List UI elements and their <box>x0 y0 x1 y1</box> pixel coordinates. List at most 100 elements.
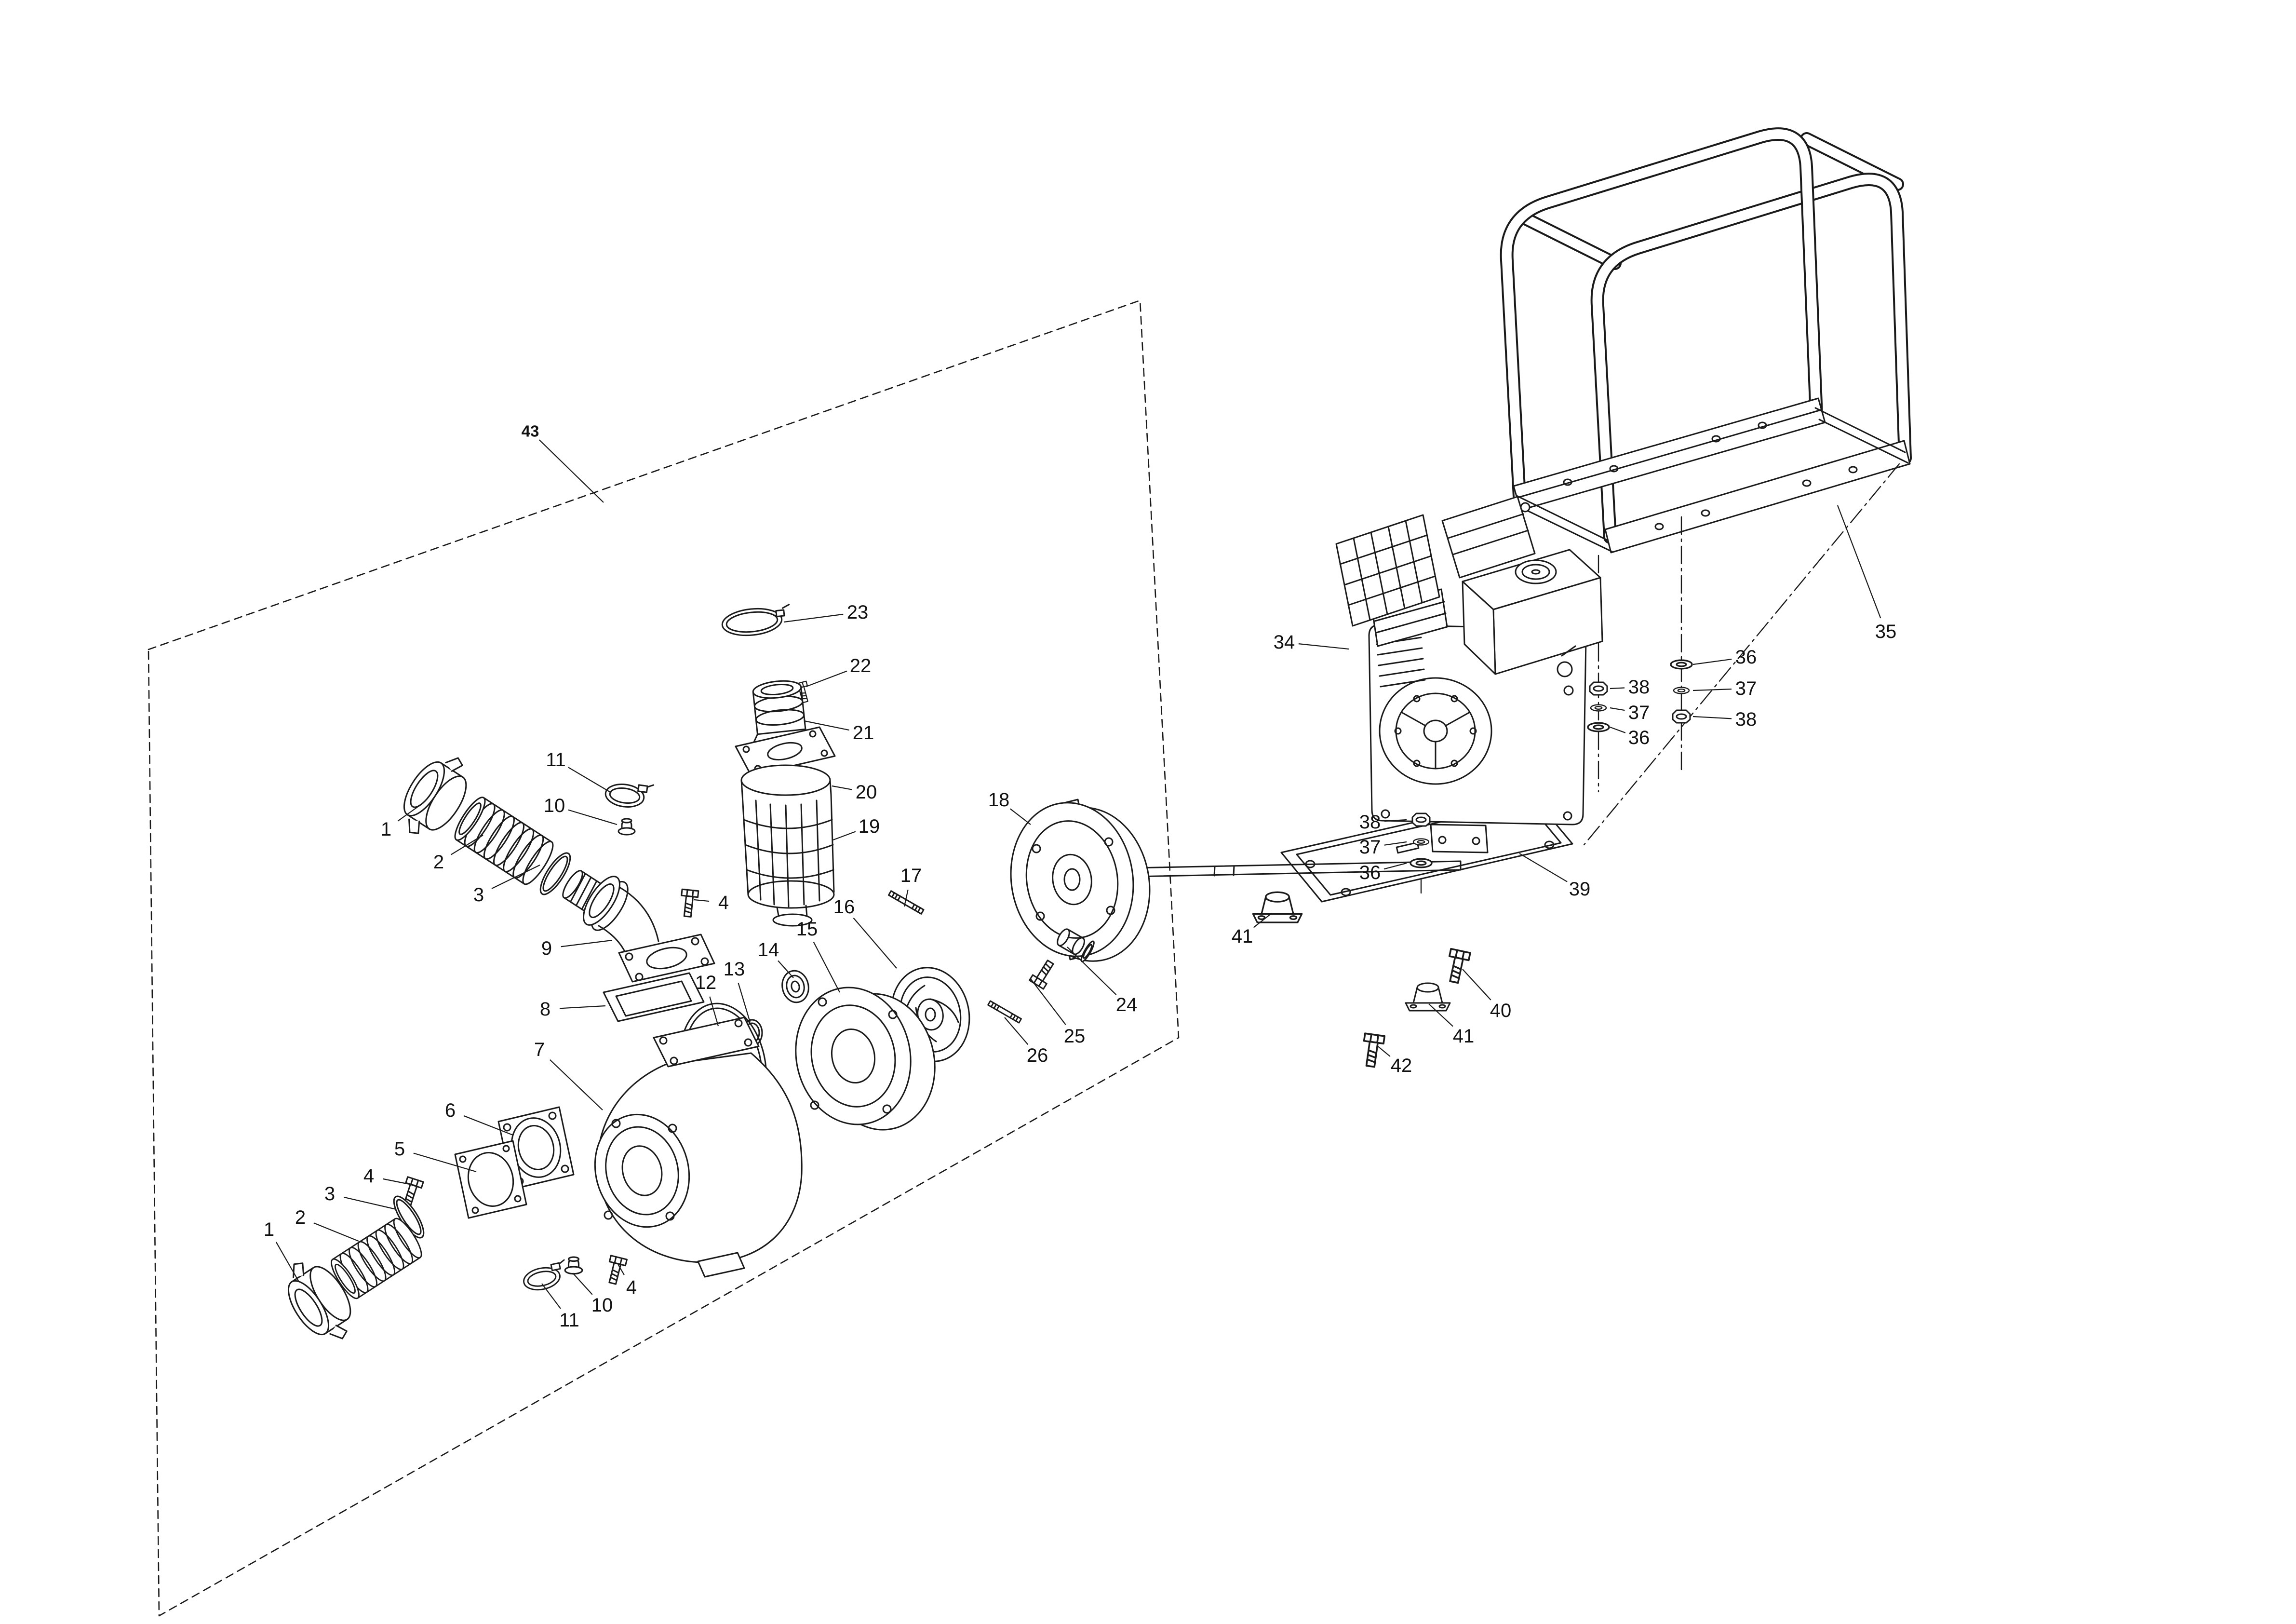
callout-label-38: 38 <box>1628 677 1650 698</box>
hose-clamp-top <box>603 778 655 812</box>
frame-illustration <box>1500 127 1912 554</box>
cap-plug-bottom <box>564 1256 583 1275</box>
callout-leader-37 <box>1384 841 1407 846</box>
callout-leader-3 <box>491 865 540 889</box>
callout-label-26: 26 <box>1027 1045 1048 1066</box>
callout-label-1: 1 <box>381 819 391 840</box>
callout-layer: 4323222120191231110948712131415161718242… <box>264 422 1896 1331</box>
callout-label-22: 22 <box>850 655 872 677</box>
callout-leader-14 <box>778 960 794 978</box>
callout-leader-40 <box>1462 969 1491 1001</box>
callout-leader-1 <box>275 1242 299 1282</box>
callout-label-15: 15 <box>796 919 818 940</box>
suction-hose-top <box>449 793 559 889</box>
callout-leader-15 <box>813 942 840 993</box>
callout-leader-11 <box>541 1283 561 1309</box>
flat-washer <box>1670 659 1693 670</box>
cap-plug-top <box>618 818 636 836</box>
callout-label-10: 10 <box>544 795 565 816</box>
callout-label-5: 5 <box>394 1138 405 1160</box>
callout-leader-41 <box>1428 1003 1453 1027</box>
hex-nut <box>1589 681 1608 696</box>
callout-leader-36 <box>1610 726 1626 733</box>
callout-leader-23 <box>783 613 844 623</box>
callout-leader-37 <box>1610 707 1625 711</box>
callout-label-37: 37 <box>1359 837 1381 858</box>
callout-label-3: 3 <box>473 884 484 906</box>
callout-label-13: 13 <box>724 959 745 980</box>
callout-leader-38 <box>1610 687 1625 690</box>
flat-washer <box>1587 722 1610 732</box>
fuel-tank <box>1462 549 1603 675</box>
air-cleaner <box>1335 514 1440 627</box>
callout-label-9: 9 <box>541 938 552 959</box>
callout-label-10: 10 <box>591 1295 613 1316</box>
callout-label-12: 12 <box>695 972 717 993</box>
callout-leader-18 <box>1010 808 1031 825</box>
strainer-flange <box>735 726 836 776</box>
hex-nut <box>1411 812 1431 827</box>
callout-label-17: 17 <box>900 865 922 886</box>
hex-nut <box>1672 709 1691 724</box>
shaft-stud <box>888 890 925 915</box>
callout-leader-42 <box>1376 1045 1391 1057</box>
callout-leader-36 <box>1383 862 1407 870</box>
housing-bolt <box>604 1255 628 1286</box>
callout-leader-1 <box>397 804 422 822</box>
seal-plate <box>1010 798 1151 962</box>
callout-label-19: 19 <box>859 816 880 837</box>
elbow-bolt <box>678 888 699 918</box>
callout-leader-12 <box>709 996 719 1027</box>
callout-label-21: 21 <box>853 722 874 744</box>
callout-label-36: 36 <box>1735 647 1757 668</box>
callout-label-4: 4 <box>626 1277 637 1298</box>
spring-washer <box>1673 687 1690 694</box>
callout-label-40: 40 <box>1490 1000 1512 1021</box>
callout-leader-41 <box>1253 913 1272 928</box>
callout-leader-4 <box>383 1178 415 1186</box>
callout-leader-17 <box>903 890 909 907</box>
pump-housing <box>594 1016 803 1278</box>
front-plate <box>454 1140 527 1219</box>
spring-washer <box>1412 838 1430 846</box>
threaded-nipple <box>562 870 604 912</box>
callout-leader-2 <box>313 1222 359 1242</box>
carburetor <box>1557 645 1576 696</box>
callout-leader-39 <box>1519 853 1568 882</box>
callout-leader-8 <box>559 1005 606 1009</box>
callout-leader-5 <box>413 1152 477 1173</box>
rubber-mount <box>1405 982 1451 1012</box>
callout-label-41: 41 <box>1232 926 1253 947</box>
strainer-basket <box>741 794 835 927</box>
callout-label-37: 37 <box>1628 702 1650 723</box>
callout-leader-16 <box>853 918 897 969</box>
callout-label-38: 38 <box>1359 812 1381 833</box>
callout-label-39: 39 <box>1569 879 1591 900</box>
engine-illustration <box>1335 496 1603 853</box>
callout-label-16: 16 <box>833 896 855 918</box>
inlet-gasket <box>603 972 705 1022</box>
callout-label-42: 42 <box>1391 1055 1412 1076</box>
spring-washer <box>1590 704 1607 712</box>
flat-washer <box>1410 858 1433 868</box>
callout-leader-25 <box>1030 978 1066 1025</box>
callout-label-8: 8 <box>540 999 551 1020</box>
callout-leader-20 <box>832 785 852 790</box>
callout-label-23: 23 <box>847 602 869 623</box>
callout-leader-37 <box>1692 688 1732 691</box>
callout-label-11: 11 <box>546 749 566 771</box>
clamp-ring <box>721 604 790 636</box>
callout-label-18: 18 <box>988 789 1010 811</box>
callout-leader-38 <box>1384 819 1407 822</box>
callout-leader-11 <box>568 767 612 793</box>
muffler <box>1441 496 1536 579</box>
callout-label-34: 34 <box>1274 632 1295 653</box>
callout-label-14: 14 <box>758 939 779 961</box>
callout-label-41: 41 <box>1453 1026 1475 1047</box>
callout-leader-13 <box>738 983 751 1023</box>
callout-label-20: 20 <box>856 782 877 803</box>
callout-leader-26 <box>1004 1017 1029 1045</box>
callout-leader-2 <box>451 835 483 855</box>
callout-leader-6 <box>463 1115 513 1136</box>
